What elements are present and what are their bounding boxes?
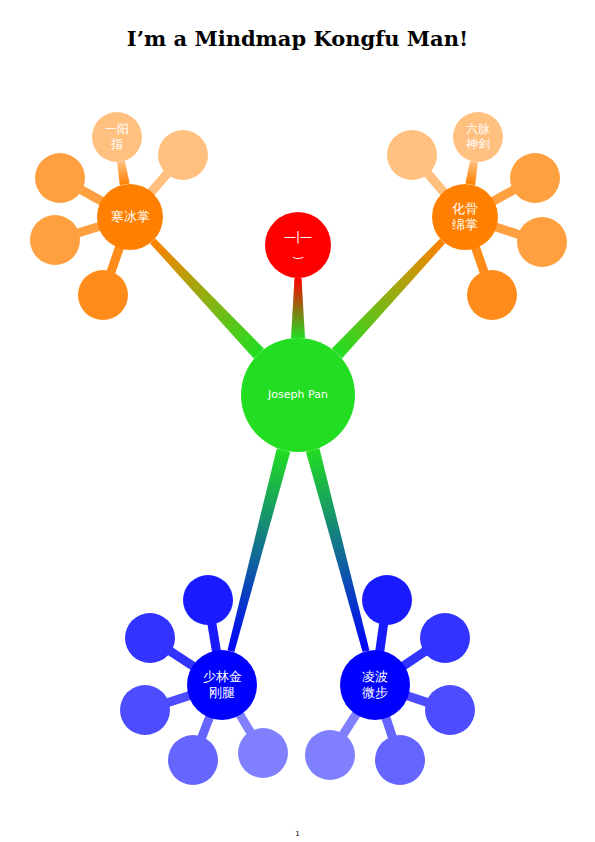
node-label: 凌波微步	[361, 669, 390, 702]
mindmap-circle: Joseph Pan	[241, 338, 355, 452]
page-number: 1	[0, 830, 595, 838]
mindmap-circle: 化骨绵掌	[432, 184, 498, 250]
branch-connector	[228, 448, 291, 652]
mindmap-circle: 少林金刚腿	[187, 650, 257, 720]
node-label: 六脉神剑	[465, 122, 490, 152]
branch-connector	[291, 278, 305, 338]
node-label: 寒冰掌	[109, 209, 151, 225]
node-label: 化骨绵掌	[451, 201, 480, 234]
branch-connector	[465, 161, 478, 185]
mindmap-circle: 六脉神剑	[453, 112, 503, 162]
branch-connector	[306, 448, 370, 652]
mindmap-circle: 一阳指	[92, 112, 142, 162]
mindmap-circle: 寒冰掌	[97, 184, 163, 250]
mindmap-circle: 凌波微步	[340, 650, 410, 720]
mindmap-circle: —|— ‿	[265, 212, 331, 278]
branch-connector	[332, 239, 445, 359]
page-title: I’m a Mindmap Kongfu Man!	[0, 26, 595, 51]
node-label: Joseph Pan	[254, 388, 342, 402]
node-label: 少林金刚腿	[201, 669, 243, 702]
branch-connector	[117, 161, 130, 185]
node-label: —|— ‿	[281, 230, 315, 260]
branch-connector	[150, 239, 264, 359]
node-label: 一阳指	[104, 122, 129, 152]
